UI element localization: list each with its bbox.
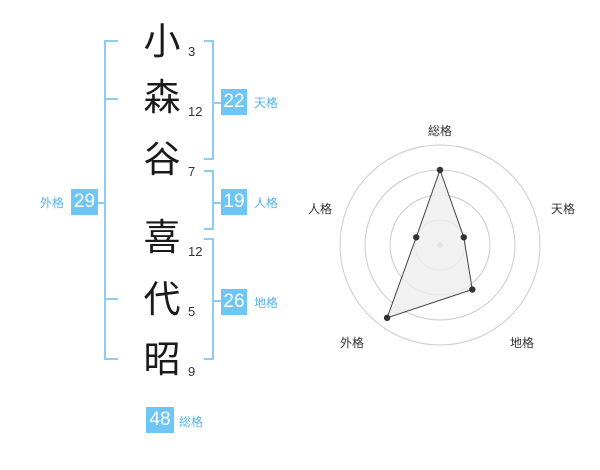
jinkaku-badge: 19 <box>221 189 247 215</box>
radar-point-chikaku <box>469 286 476 293</box>
name-char-6: 昭 <box>143 338 181 381</box>
radar-point-jinkaku <box>413 234 420 241</box>
chikaku-label: 地格 <box>254 296 279 310</box>
radar-point-gaikaku <box>383 314 391 322</box>
radar-label-jinkaku: 人格 <box>308 202 333 216</box>
tenkaku-badge: 22 <box>221 89 247 115</box>
name-char-1: 小 <box>143 20 181 63</box>
soukaku-badge: 48 <box>146 407 174 433</box>
jinkaku-label: 人格 <box>254 196 279 210</box>
stroke-count-1: 3 <box>188 44 196 59</box>
radar-label-soukaku: 総格 <box>428 124 453 138</box>
radar-label-chikaku: 地格 <box>510 336 535 350</box>
chikaku-badge: 26 <box>221 289 247 315</box>
stroke-count-2: 12 <box>188 104 203 119</box>
radar-polygon <box>386 168 473 319</box>
name-char-5: 代 <box>143 278 181 321</box>
stroke-count-6: 9 <box>188 364 196 379</box>
fortune-radar-chart <box>339 144 541 346</box>
gaikaku-badge: 29 <box>71 189 98 215</box>
stroke-count-4: 12 <box>188 244 203 259</box>
radar-point-soukaku <box>436 166 444 174</box>
name-char-2: 森 <box>143 76 181 119</box>
radar-point-tenkaku <box>460 234 467 241</box>
radar-label-tenkaku: 天格 <box>551 202 576 216</box>
tenkaku-label: 天格 <box>254 96 279 110</box>
radar-label-gaikaku: 外格 <box>340 336 365 350</box>
name-char-3: 谷 <box>143 138 181 181</box>
soukaku-label: 総格 <box>179 415 204 429</box>
stroke-count-5: 5 <box>188 304 196 319</box>
gaikaku-label: 外格 <box>40 196 65 210</box>
name-char-4: 喜 <box>143 216 181 259</box>
radar-ring-1 <box>339 144 541 346</box>
stroke-count-3: 7 <box>188 164 196 179</box>
